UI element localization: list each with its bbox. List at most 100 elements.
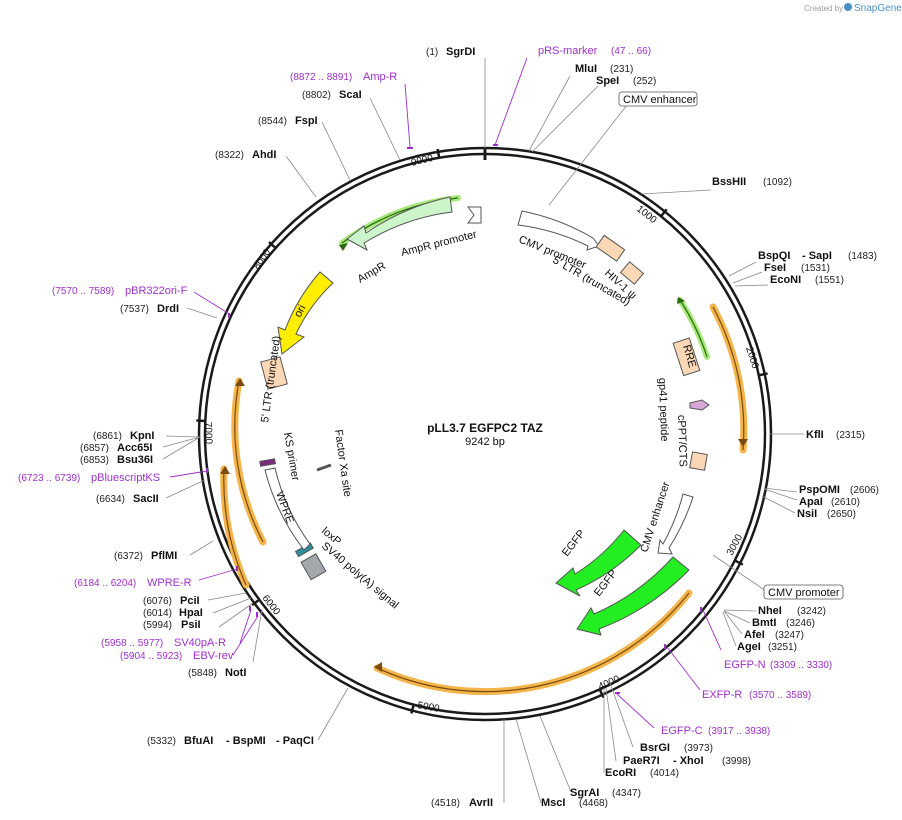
site-name: EcoRI: [605, 767, 636, 779]
feature-ori[interactable]: ori: [292, 303, 308, 319]
site-msci[interactable]: MscI(4468): [541, 797, 608, 809]
cmv-enhancer-box[interactable]: CMV enhancer: [618, 91, 698, 107]
primer-pos: (3309 .. 3330): [770, 660, 832, 671]
ltr5-right-shape[interactable]: [595, 234, 626, 262]
primer-exfp-r[interactable]: EXFP-R(3570 .. 3589): [702, 689, 811, 701]
site-kfli[interactable]: KflI(2315): [806, 429, 865, 441]
cmv-promoter-box-frame: [763, 584, 844, 600]
primer-amp-r[interactable]: (8872 .. 8891)Amp-R: [290, 71, 397, 83]
tick-label-5000: 5000: [416, 700, 440, 715]
site-pos: (4518): [431, 798, 460, 809]
tick-label-1000: 1000: [634, 204, 659, 227]
orf-arc-bottom-line: [376, 592, 690, 693]
site-spei[interactable]: SpeI(252): [596, 75, 656, 87]
primer-ebv-rev[interactable]: (5904 .. 5923)EBV-rev: [120, 650, 234, 662]
site-econi[interactable]: EcoNI(1551): [770, 274, 844, 286]
site-mlui[interactable]: MluI(231): [575, 63, 633, 75]
primer-pbluescriptks[interactable]: (6723 .. 6739)pBluescriptKS: [18, 472, 160, 484]
feature-gp41[interactable]: gp41 peptide: [656, 378, 670, 442]
site-name: DrdI: [157, 303, 179, 315]
ampr-promoter-shape[interactable]: [467, 206, 482, 224]
primer-name: pRS-marker: [538, 45, 598, 57]
ks-primer-shape[interactable]: [259, 458, 276, 467]
cmv-promoter-shape[interactable]: [517, 210, 600, 251]
site-name: BfuAI: [184, 735, 213, 747]
site-pos: (1551): [815, 275, 844, 286]
ltr5-left-shape[interactable]: [260, 356, 288, 390]
feature-ampr[interactable]: AmpR: [356, 260, 389, 286]
egfp-a-shape[interactable]: [555, 529, 642, 597]
primer-egfp-n[interactable]: EGFP-N(3309 .. 3330): [724, 659, 832, 671]
site-nsii[interactable]: NsiI(2650): [797, 508, 856, 520]
site-psii[interactable]: (5994)PsiI: [143, 619, 201, 631]
site-pos: (4014): [650, 768, 679, 779]
site-bspqi[interactable]: BspQI- SapI(1483): [758, 250, 877, 262]
primer-egfp-c[interactable]: EGFP-C(3917 .. 3938): [661, 725, 770, 737]
feature-ampr-promoter[interactable]: AmpR promoter: [400, 228, 479, 259]
primer-labels: pRS-marker(47 .. 66) (8872 .. 8891)Amp-R…: [18, 45, 832, 737]
cmv-promoter-box[interactable]: CMV promoter: [763, 584, 844, 600]
site-bsrgi[interactable]: BsrGI(3973): [640, 742, 713, 754]
primer-name: WPRE-R: [147, 577, 192, 589]
egfp-b-shape[interactable]: [576, 556, 690, 636]
snapgene-logo-icon: [844, 3, 852, 11]
sv40-shape[interactable]: [300, 553, 327, 581]
site-bsshii[interactable]: BssHII(1092): [712, 176, 792, 188]
rre-shape[interactable]: [672, 337, 701, 377]
cmv-enhancer-box-label: CMV enhancer: [623, 94, 697, 106]
cmv-enhancer-shape[interactable]: [657, 493, 694, 555]
site-ecori[interactable]: EcoRI (4014): [605, 767, 679, 779]
cppt-shape[interactable]: [689, 451, 708, 471]
site-pos: (8322): [215, 150, 244, 161]
site-bsu36i[interactable]: (6853)Bsu36I: [80, 454, 153, 466]
ori-shape[interactable]: [277, 271, 334, 355]
site-paer7i[interactable]: PaeR7I- XhoI(3998): [623, 755, 751, 767]
feature-egfp-a[interactable]: EGFP: [560, 528, 588, 559]
primer-pos: (5958 .. 5977): [101, 638, 163, 649]
feature-sv40[interactable]: SV40 poly(A) signal: [319, 540, 401, 611]
site-pspomi[interactable]: PspOMI(2606): [799, 484, 879, 496]
feature-cppt[interactable]: cPPT/CTS: [675, 415, 689, 467]
site-pflmi[interactable]: (6372)PflMI: [114, 550, 177, 562]
site-sacii[interactable]: (6634)SacII: [96, 493, 159, 505]
snapgene-credit[interactable]: Created by SnapGene: [804, 3, 902, 14]
site-noti[interactable]: (5848)NotI: [188, 667, 246, 679]
site-acc65i[interactable]: (6857)Acc65I: [80, 442, 152, 454]
ampr-shape[interactable]: [346, 196, 453, 252]
primer-prs-marker[interactable]: pRS-marker(47 .. 66): [538, 45, 651, 57]
site-fsei[interactable]: FseI(1531): [764, 262, 830, 274]
site-ahdi[interactable]: (8322)AhdI: [215, 149, 276, 161]
site-bmti[interactable]: BmtI(3246): [752, 617, 815, 629]
site-hpai[interactable]: (6014)HpaI: [143, 607, 203, 619]
site-afei[interactable]: AfeI(3247): [744, 629, 804, 641]
site-apai[interactable]: ApaI(2610): [799, 496, 860, 508]
orf-arc-left-outer-head: [235, 378, 245, 386]
primer-wpre-r[interactable]: (6184 .. 6204)WPRE-R: [74, 577, 192, 589]
site-bfuai[interactable]: (5332)BfuAI- BspMI- PaqCI: [147, 735, 314, 747]
plasmid-name: pLL3.7 EGFPC2 TAZ: [427, 421, 543, 435]
site-scai[interactable]: (8802)ScaI: [302, 89, 362, 101]
site-name: AvrII: [469, 797, 493, 809]
primer-sv40pa-r[interactable]: (5958 .. 5977)SV40pA-R: [101, 637, 226, 649]
wpre-shape[interactable]: [264, 467, 311, 551]
site-drdi[interactable]: (7537)DrdI: [120, 303, 179, 315]
site-avrii[interactable]: (4518) AvrII: [431, 797, 493, 809]
factor-xa-shape[interactable]: [316, 463, 332, 472]
site-fspi[interactable]: (8544)FspI: [258, 115, 318, 127]
site-kpni[interactable]: (6861)KpnI: [93, 430, 154, 442]
site-pos: (6861): [93, 431, 122, 442]
feature-factor-xa[interactable]: Factor Xa site: [332, 429, 353, 498]
site-pcii[interactable]: (6076)PciI: [143, 595, 200, 607]
site-agei[interactable]: AgeI(3251): [737, 641, 797, 653]
site-name: Acc65I: [117, 442, 152, 454]
primer-pbr322ori[interactable]: (7570 .. 7589)pBR322ori-F: [52, 285, 188, 297]
site-pos: (3242): [797, 606, 826, 617]
ampr-highlight-head: [339, 243, 348, 251]
site-sgrdi[interactable]: (1)SgrDI: [426, 46, 475, 58]
site-nhei[interactable]: NheI(3242): [758, 605, 826, 617]
site-sgrai[interactable]: SgrAI(4347): [570, 787, 641, 799]
hiv-psi-shape[interactable]: [619, 261, 645, 285]
feature-wpre[interactable]: WPRE: [273, 490, 296, 525]
gp41-shape[interactable]: [689, 399, 710, 411]
feature-ks-primer[interactable]: KS primer: [281, 431, 301, 482]
